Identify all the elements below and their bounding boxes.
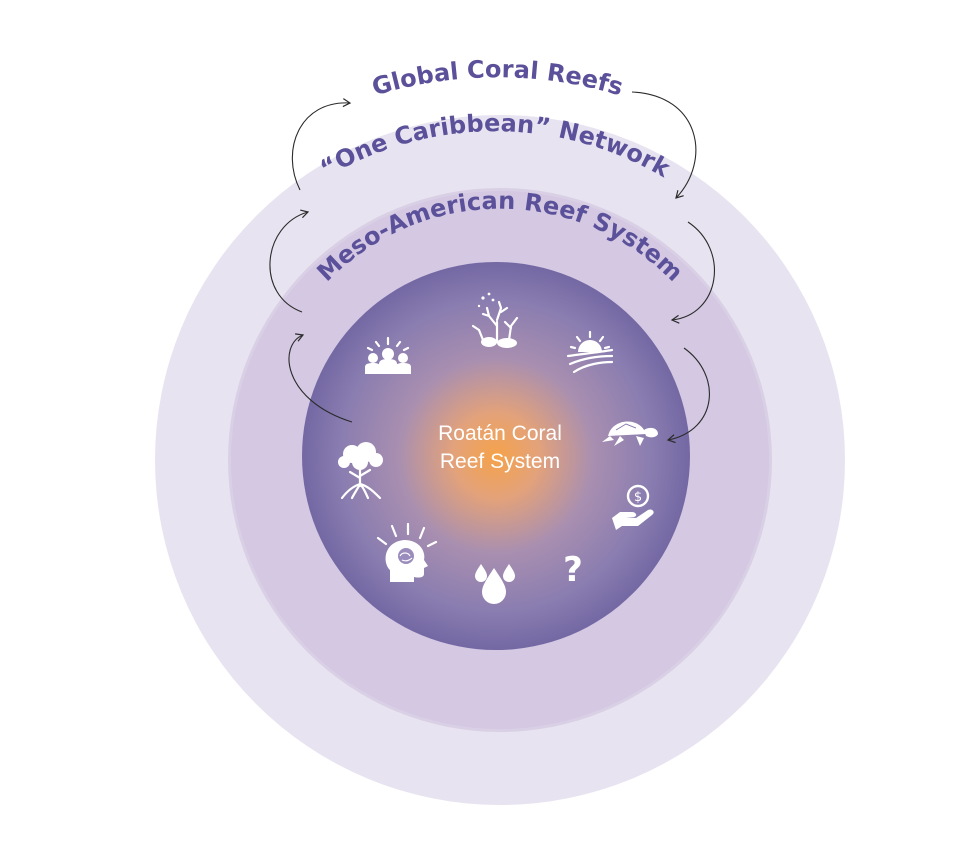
question-mark-icon: ? [563, 550, 583, 590]
arrow-right-middle [670, 221, 715, 324]
water-drops-icon [475, 564, 515, 604]
global-coral-reefs-label: Global Coral Reefs [369, 55, 627, 101]
coral-icon [471, 292, 519, 348]
arrow-right-outer [631, 91, 697, 199]
roatan-center-label-line1: Roatán Coral [438, 422, 562, 445]
scale-interaction-arrows [269, 91, 715, 444]
svg-text:$: $ [634, 490, 642, 505]
hand-holding-coin-icon: $ [612, 484, 654, 530]
roatan-center-label-line2: Reef System [440, 450, 560, 473]
arrow-right-inner [666, 347, 710, 444]
arrow-left-outer [291, 98, 352, 191]
sunrise-over-fields-icon [566, 330, 614, 374]
sea-turtle-icon [602, 421, 658, 446]
arrow-left-inner [288, 333, 353, 423]
arrow-left-middle [269, 209, 310, 313]
head-with-brain-icon [376, 522, 438, 582]
community-people-icon [365, 336, 411, 374]
mangrove-tree-icon [338, 442, 383, 500]
